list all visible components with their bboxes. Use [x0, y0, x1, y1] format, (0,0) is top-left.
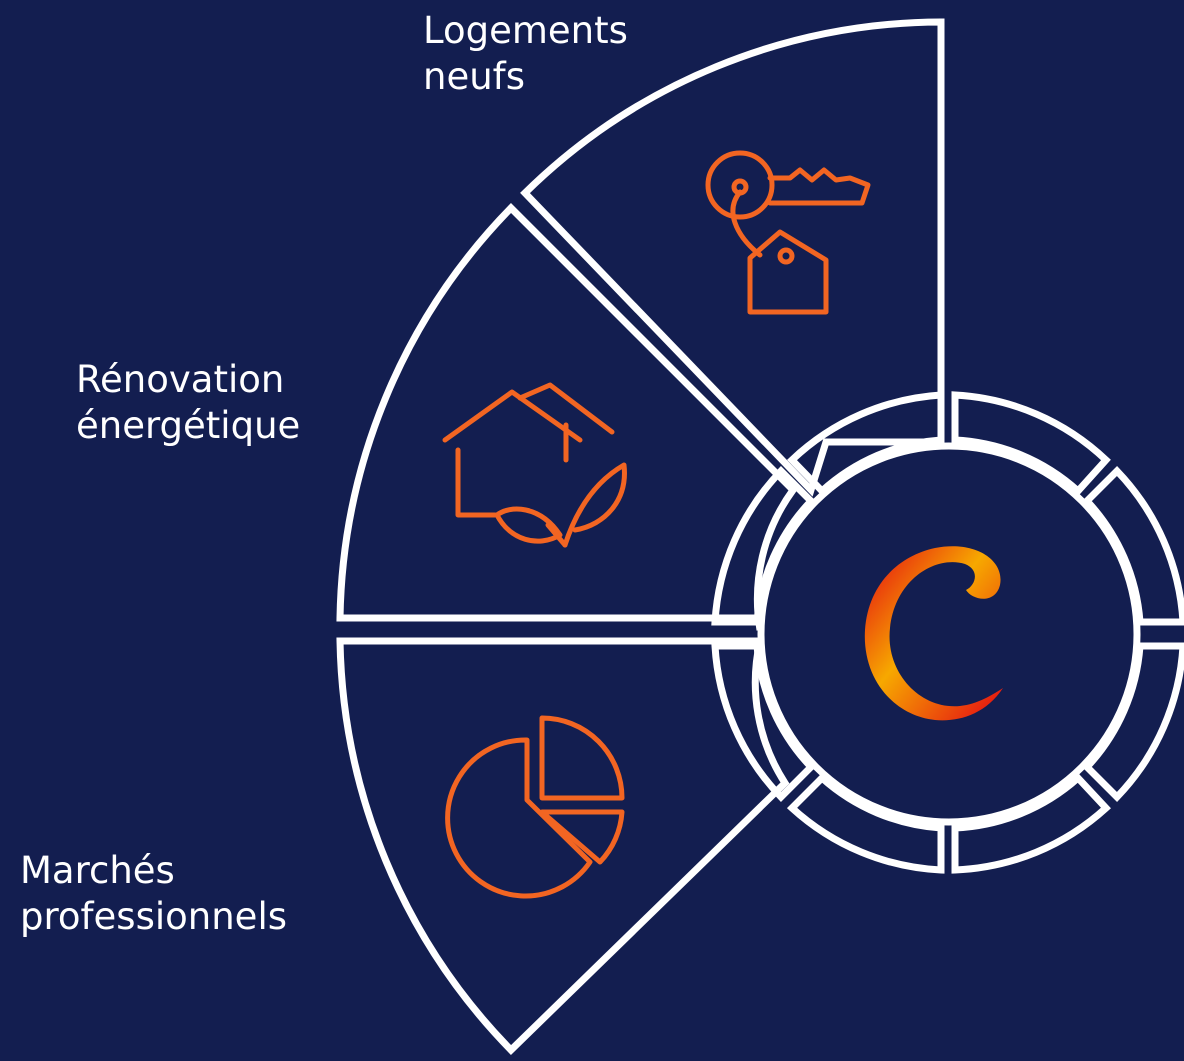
ring-segment-bottom-right [951, 773, 1111, 874]
label-line: professionnels [20, 895, 288, 938]
label-line: neufs [423, 55, 525, 98]
label-renovation-energetique: Rénovation énergétique [76, 357, 300, 449]
label-line: Rénovation [76, 358, 285, 401]
sector-marches-professionnels[interactable] [336, 637, 790, 1055]
ring-segment-bottom-left [786, 773, 945, 874]
label-line: Marchés [20, 849, 175, 892]
label-marches-professionnels: Marchés professionnels [20, 848, 287, 940]
sector-logements-neufs[interactable] [520, 18, 945, 497]
label-logements-neufs: Logements neufs [423, 8, 628, 100]
ring-segment-left-upper [711, 465, 816, 626]
brand-logo-c [864, 546, 1003, 721]
house-with-leaves-icon [442, 382, 627, 548]
sector-renovation-energetique[interactable] [336, 203, 798, 631]
key-with-tag-icon [705, 150, 871, 315]
center-circle [757, 442, 1141, 826]
ring-segment-top-left [787, 391, 945, 496]
label-line: Logements [423, 9, 628, 52]
inner-ring [711, 391, 1184, 874]
pie-chart-icon [445, 715, 625, 899]
label-line: énergétique [76, 404, 301, 447]
ring-segment-top [951, 391, 1111, 496]
